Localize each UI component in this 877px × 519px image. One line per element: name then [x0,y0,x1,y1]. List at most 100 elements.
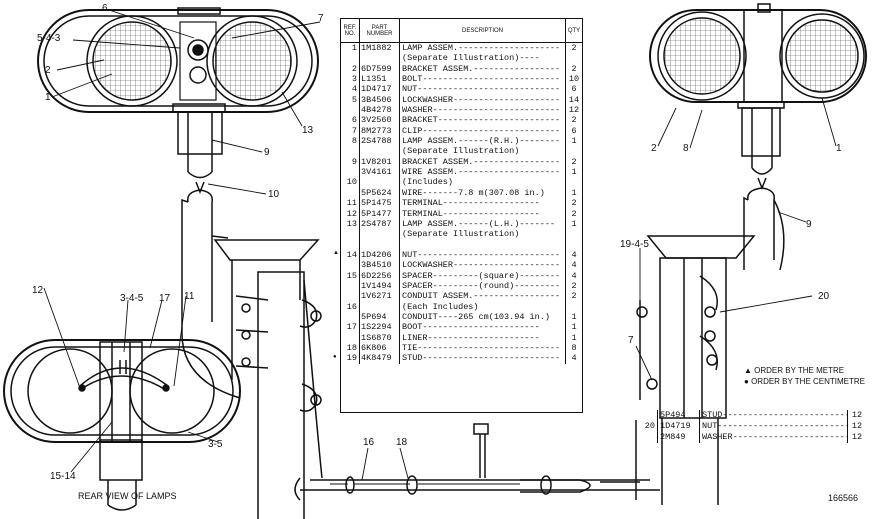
table-cell-qty: 1 [571,136,577,147]
table-cell-qty: 1 [571,167,577,178]
table-cell-ref: 9 [341,156,360,168]
table-cell-part: 1S2294 [360,322,400,333]
lamp-assembly-top-left [37,7,319,195]
table-cell-ref: 6 [341,115,360,126]
table-cell-desc: (Separate Illustration) [400,229,566,240]
table-cell-desc: CLIP--------------------------- [400,125,566,137]
table-cell-desc: BRACKET ASSEM.----------------- [400,63,566,75]
table-cell-desc: SPACER---------(round)--------- [400,280,566,292]
table-cell-qty [566,53,582,63]
table-cell-qty: 8 [571,342,577,353]
table-cell-part: 4K8479 [360,353,400,364]
table-cell-desc: LINER---------------------- [400,332,566,343]
table-cell-desc: (Includes) [400,177,566,188]
table-cell-qty [566,177,582,187]
table-cell-part: 5P494 [658,410,700,421]
centimetre-icon: ● [744,377,752,386]
metre-marker-icon: ▲ [333,250,339,256]
table-cell-qty: 2 [571,280,577,291]
table-cell-desc: NUT---------------------------- [702,421,848,432]
conduit-and-wire [330,423,640,495]
callout-right-1: 1 [836,143,842,154]
table-cell-ref [341,146,360,157]
table-cell-part: 1D4719 [658,421,700,432]
table-cell-ref [341,53,360,64]
callout-right-7: 7 [628,335,634,346]
table-row: 1S6870 LINER----------------------1 [341,332,582,343]
callout-right-2: 2 [651,143,657,154]
table-cell-ref: 15 [341,270,360,281]
table-cell-desc: TERMINAL------------------- [400,198,566,209]
table-cell-ref [341,280,360,292]
table-cell-part: 6K806 [360,342,400,354]
callout-right-8: 8 [683,143,689,154]
table-cell-qty: 2 [571,43,577,53]
table-cell-ref: 13 [341,218,360,230]
table-cell-desc [400,239,566,250]
table-cell-part: 5P5624 [360,187,400,199]
table-cell-desc: SPACER---------(square)-------- [400,270,566,281]
table-row: (Separate Illustration)---- [341,53,582,64]
table-cell-part: 1S6870 [360,332,400,343]
figure-number: 166566 [828,493,859,503]
table-cell-ref [341,239,360,250]
table-cell-ref: 4 [341,84,360,95]
table-cell-ref: 14 [341,249,360,261]
callout-6: 6 [102,3,108,14]
table-cell-desc: BOOT----------------------- [400,322,566,333]
table-cell-qty: 2 [571,198,577,209]
table-cell-desc: (Each Includes) [400,301,566,312]
table-cell-desc: BRACKET ASSEM.----------------- [400,156,566,168]
callout-right-20: 20 [818,291,830,302]
callout-9: 9 [264,147,270,158]
callout-16: 16 [363,437,375,448]
table-cell-part: 3V2560 [360,115,400,126]
table-cell-qty: 12 [851,410,863,420]
table-row: 5P694 CONDUIT----265 cm(103.94 in.)1 [341,311,582,323]
table-cell-ref: 10 [341,177,360,188]
table-cell-ref [640,410,658,421]
figure-caption: REAR VIEW OF LAMPS [78,491,177,501]
table-cell-part [360,301,400,312]
table-cell-ref [341,105,360,116]
table-cell-desc: LAMP ASSEM.-------------------- [400,43,566,54]
table-cell-ref [341,229,360,240]
table-cell-desc: LOCKWASHER--------------------- [400,260,566,271]
table-cell-part: 4B4278 [360,105,400,116]
table-cell-qty [566,146,582,156]
table-cell-ref: 5 [341,94,360,106]
table-cell-ref: 19 [341,353,360,364]
table-cell-qty: 2 [571,115,577,126]
table-cell-ref [341,187,360,199]
callout-2: 2 [45,65,51,76]
table-cell-qty: 2 [571,208,577,219]
legend-centimetre-text: ORDER BY THE CENTIMETRE [751,377,866,386]
table-cell-part: L1351 [360,74,400,85]
table-cell-ref [341,311,360,323]
table-cell-desc: WASHER------------------------- [702,432,848,443]
table-cell-desc: TERMINAL------------------- [400,208,566,219]
table-cell-part: 8M2773 [360,125,400,137]
callout-15-14: 15-14 [50,471,76,482]
callout-7: 7 [318,13,324,24]
callout-19-4-5: 19-4-5 [620,239,649,250]
table-cell-qty: 1 [571,187,577,198]
callout-1: 1 [45,92,51,103]
table-cell-qty: 1 [571,218,577,229]
